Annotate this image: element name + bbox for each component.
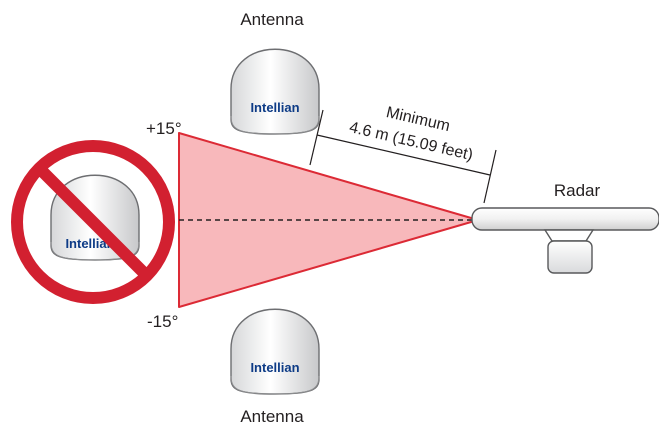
radar-label: Radar [554,181,601,200]
antenna-base [230,375,320,395]
antenna-base [230,115,320,135]
radar-unit [471,207,659,274]
antenna-brand-label: Intellian [250,100,299,115]
radar-mount [543,229,595,242]
prohibited-icon [11,140,175,304]
angle-upper-label: +15° [146,119,182,138]
antenna-base [50,241,140,261]
antenna-dome [230,48,320,135]
antenna-brand-label: Intellian [250,360,299,375]
dimension-tick-left [309,109,324,166]
antenna-bottom: Intellian [230,308,320,395]
angle-lower-label: -15° [147,312,178,331]
antenna-top-label: Antenna [240,10,304,29]
antenna-bottom-label: Antenna [240,407,304,425]
radar-array [471,207,659,231]
dimension-line [316,134,491,176]
dimension-tick-right [483,149,497,204]
antenna-top: Intellian [230,48,320,135]
antenna-prohibited: Intellian [11,140,175,304]
radar-pedestal [547,240,593,274]
antenna-dome [230,308,320,395]
radar-beam [178,132,479,308]
